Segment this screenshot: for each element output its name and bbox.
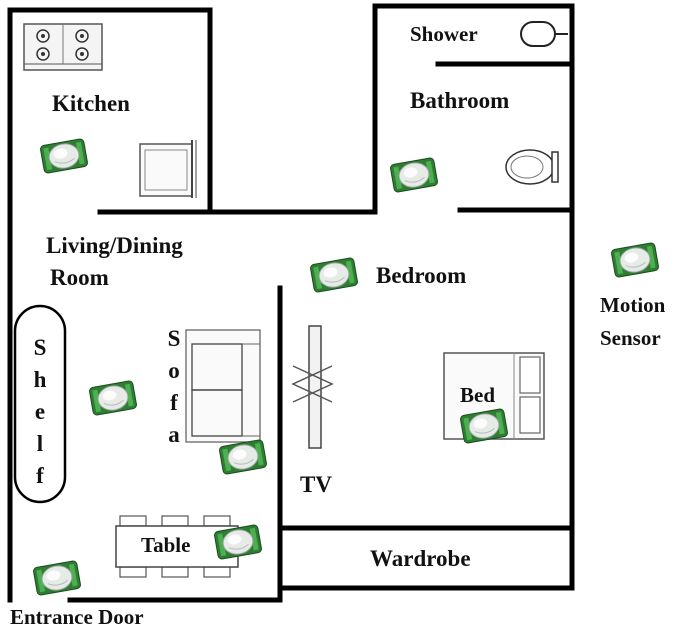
table-label: Table bbox=[141, 533, 190, 557]
fridge-icon bbox=[139, 140, 197, 198]
bed-label: Bed bbox=[460, 383, 495, 407]
wardrobe-label: Wardrobe bbox=[370, 546, 471, 571]
motion-sensor-icon-kitchen bbox=[39, 137, 89, 175]
sink-icon bbox=[520, 21, 568, 47]
shelf-letter: S bbox=[34, 335, 47, 360]
living-room-label: Room bbox=[50, 265, 109, 290]
toilet-icon bbox=[505, 149, 559, 185]
tv-icon bbox=[291, 325, 334, 449]
shelf-letter: h bbox=[34, 367, 47, 392]
living-dining-label: Living/Dining bbox=[46, 233, 183, 258]
motion-sensor-icon-bedroom bbox=[309, 256, 359, 294]
shelf-letter: l bbox=[37, 431, 43, 456]
tv-label: TV bbox=[300, 472, 332, 497]
motion-sensor-icon-legend bbox=[610, 241, 660, 279]
sofa-letter: f bbox=[170, 390, 178, 415]
kitchen-label: Kitchen bbox=[52, 91, 130, 116]
legend-motion-label: Motion bbox=[600, 293, 666, 317]
motion-sensor-icon-bathroom bbox=[389, 156, 439, 194]
sofa-letter: S bbox=[168, 326, 181, 351]
bedroom-label: Bedroom bbox=[376, 263, 466, 288]
sofa-letter: a bbox=[168, 422, 180, 447]
stove-icon bbox=[23, 23, 103, 71]
motion-sensor-icon-entrance bbox=[32, 559, 82, 597]
bathroom-label: Bathroom bbox=[410, 88, 509, 113]
motion-sensor-icon-sofa bbox=[218, 438, 268, 476]
shelf bbox=[13, 304, 67, 504]
legend-sensor-label: Sensor bbox=[600, 326, 661, 350]
entrance-door-label: Entrance Door bbox=[10, 605, 144, 629]
sofa-letter: o bbox=[168, 358, 180, 383]
shower-label: Shower bbox=[410, 22, 478, 46]
sofa-icon bbox=[185, 329, 261, 443]
motion-sensor-icon-living bbox=[88, 379, 138, 417]
shelf-letter: e bbox=[35, 399, 45, 424]
walls bbox=[7, 3, 575, 603]
shelf-letter: f bbox=[36, 463, 44, 488]
